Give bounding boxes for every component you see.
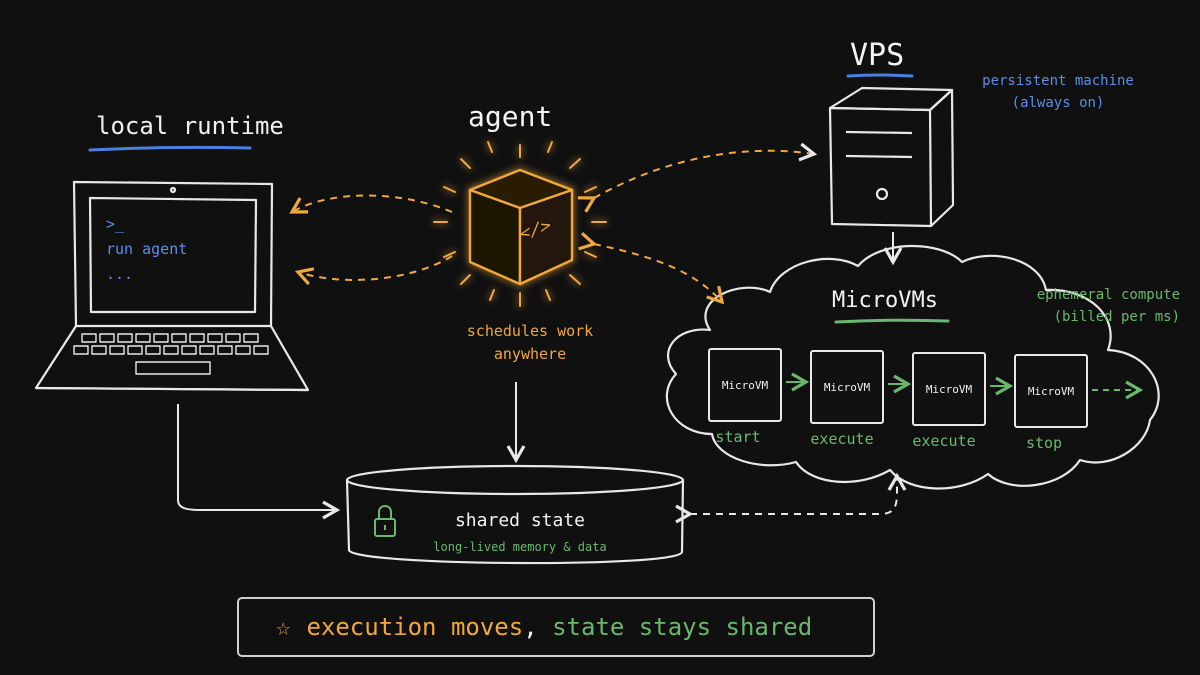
lock-icon <box>374 505 396 537</box>
agent-title: agent <box>468 100 553 133</box>
microvm-label-stop: stop <box>1025 434 1063 452</box>
summary-part1: execution moves <box>306 613 524 641</box>
arrow-laptop-to-state <box>177 404 341 520</box>
microvms-title: MicroVMs <box>832 288 938 313</box>
ephemeral-note: ephemeral compute (billed per ms) <box>1000 284 1180 328</box>
summary-comma: , <box>523 613 538 641</box>
microvm-box-4: MicroVM <box>1014 354 1088 428</box>
summary-banner <box>237 597 875 657</box>
terminal-command: run agent <box>106 240 188 258</box>
laptop-icon <box>34 180 310 392</box>
microvms-underline <box>834 318 950 324</box>
microvm-label-start: start <box>715 428 761 446</box>
arrow-agent-vps <box>577 142 818 213</box>
shared-state-subtitle: long-lived memory & data <box>433 540 607 554</box>
shared-state-title: shared state <box>454 510 586 531</box>
microvm-box-1: MicroVM <box>708 348 782 422</box>
microvm-label-execute-2: execute <box>912 432 976 450</box>
microvm-label-execute-1: execute <box>810 430 874 448</box>
agent-cube-icon <box>468 168 574 286</box>
summary-part2: state stays shared <box>552 613 813 641</box>
local-runtime-title: local runtime <box>96 112 284 140</box>
vps-server-icon <box>828 86 955 228</box>
arrow-state-microvms <box>675 472 907 524</box>
summary-text: ☆ execution moves, state stays shared <box>276 610 812 644</box>
laptop-terminal: >_ run agent ... <box>106 212 187 287</box>
terminal-ellipsis: ... <box>106 265 134 283</box>
local-runtime-underline <box>88 145 252 152</box>
vps-note: persistent machine (always on) <box>968 70 1148 114</box>
vps-title: VPS <box>850 38 905 73</box>
arrow-agent-to-laptop-top <box>289 194 453 214</box>
microvm-cloud <box>665 244 1160 490</box>
vps-underline <box>846 73 914 78</box>
agent-caption-line1: schedules work <box>466 322 594 340</box>
agent-caption-line2: anywhere <box>493 345 567 363</box>
star-icon: ☆ <box>276 613 291 641</box>
microvm-box-3: MicroVM <box>912 352 986 426</box>
vps-note-line2: (always on) <box>1011 95 1105 111</box>
vps-note-line1: persistent machine <box>982 73 1134 89</box>
ephemeral-note-line2: (billed per ms) <box>1053 309 1180 325</box>
terminal-prompt: >_ <box>106 215 125 233</box>
arrow-agent-microvms <box>578 232 725 305</box>
arrow-agent-to-laptop-bottom <box>294 255 453 286</box>
microvm-box-2: MicroVM <box>810 350 884 424</box>
agent-caption: schedules work anywhere <box>430 320 630 366</box>
ephemeral-note-line1: ephemeral compute <box>1036 287 1180 303</box>
